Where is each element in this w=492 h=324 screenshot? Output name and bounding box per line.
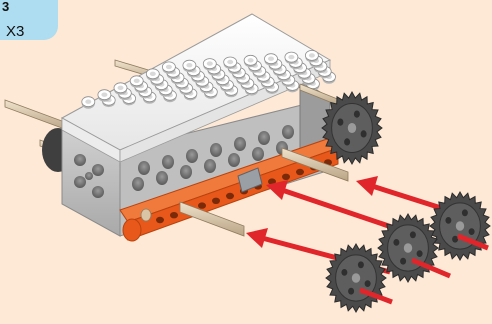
gear-icon bbox=[378, 214, 438, 282]
gear-icon bbox=[430, 192, 490, 260]
mounted-gear-right bbox=[322, 92, 382, 164]
gear-icon bbox=[326, 244, 386, 312]
